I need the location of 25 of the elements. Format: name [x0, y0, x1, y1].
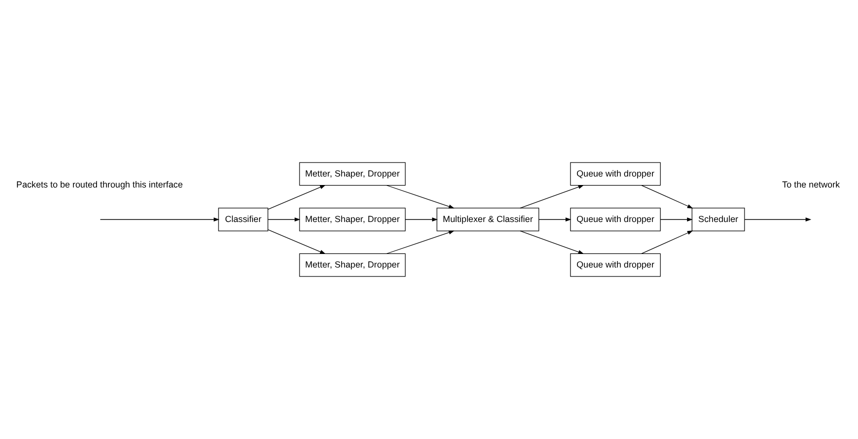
label: To the network: [782, 180, 840, 190]
node-box: Metter, Shaper, Dropper: [299, 253, 406, 277]
arrow: [641, 185, 694, 208]
arrow: [100, 218, 220, 222]
arrow: [520, 185, 584, 208]
node-box: Scheduler: [692, 208, 745, 232]
node-box: Classifier: [218, 208, 268, 232]
arrow: [268, 229, 326, 254]
label: Packets to be routed through this interface: [16, 180, 183, 190]
arrow: [538, 218, 572, 222]
arrow: [268, 184, 326, 210]
node-box: Queue with dropper: [570, 208, 661, 232]
node-box: Metter, Shaper, Dropper: [299, 208, 406, 232]
node-box: Queue with dropper: [570, 253, 661, 277]
node-box: Queue with dropper: [570, 162, 661, 186]
arrow: [520, 230, 584, 254]
arrow: [386, 230, 454, 254]
node-box: Metter, Shaper, Dropper: [299, 162, 406, 186]
arrow: [386, 185, 454, 208]
arrow: [268, 218, 300, 222]
arrow: [405, 218, 438, 222]
node-box: Multiplexer & Classifier: [436, 208, 540, 232]
arrow: [641, 230, 694, 254]
arrow: [744, 218, 812, 222]
arrow: [660, 218, 693, 222]
